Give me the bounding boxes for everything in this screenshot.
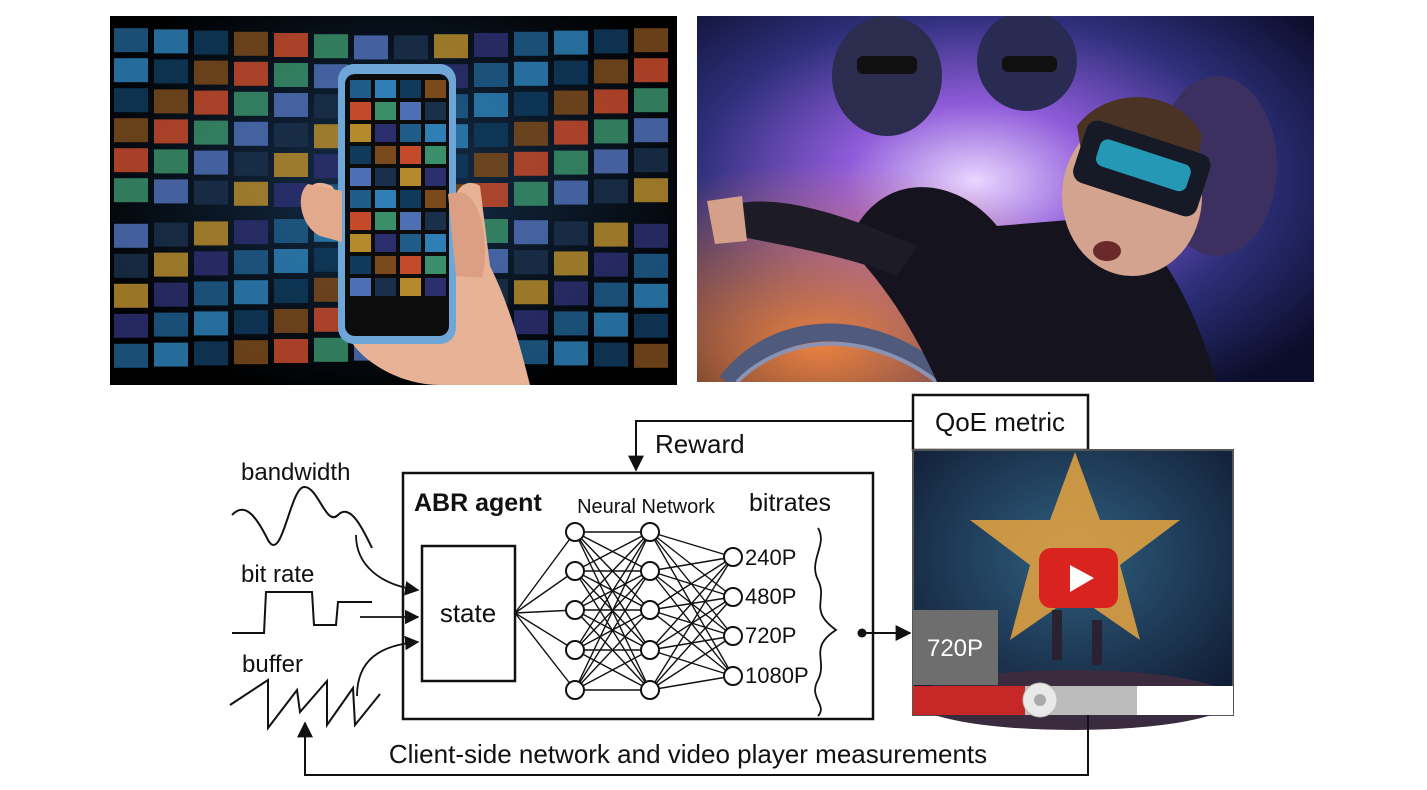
star-shape <box>970 452 1180 640</box>
quality-badge-label: 720P <box>927 635 983 662</box>
bitrate-option-1080p: 1080P <box>745 663 809 688</box>
played-bar <box>913 686 1025 715</box>
buffer-label: buffer <box>242 651 303 678</box>
hidden-node <box>640 561 660 581</box>
vr-experience-photo <box>697 16 1314 382</box>
video-player: 720P <box>912 449 1234 730</box>
bitrates-heading: bitrates <box>749 489 831 517</box>
hidden-node <box>640 600 660 620</box>
hidden-node <box>565 561 585 581</box>
hidden-node <box>565 640 585 660</box>
hidden-node <box>640 640 660 660</box>
bitrate-option-720p: 720P <box>745 623 796 648</box>
hidden-node <box>565 680 585 700</box>
qoe-metric-label: QoE metric <box>935 407 1065 437</box>
streaming-video-wall-photo <box>110 16 677 385</box>
feedback-label: Client-side network and video player mea… <box>389 739 987 769</box>
state-label: state <box>440 598 496 628</box>
hidden-node <box>565 600 585 620</box>
hidden-node <box>640 680 660 700</box>
quality-badge <box>913 610 998 685</box>
play-icon <box>1070 565 1094 592</box>
smartphone-icon <box>338 64 456 344</box>
neural-network <box>514 522 743 700</box>
buffer-signal <box>229 678 381 731</box>
qoe-metric-box <box>911 393 1090 452</box>
reward-label: Reward <box>655 429 745 459</box>
bitrate-label: bit rate <box>241 561 314 588</box>
bandwidth-signal <box>231 485 373 549</box>
bitrate-option-240p: 240P <box>745 545 796 570</box>
hidden-node <box>640 522 660 542</box>
bandwidth-label: bandwidth <box>241 459 350 486</box>
output-node <box>723 666 743 686</box>
output-node <box>723 587 743 607</box>
vr-headset-icon <box>1073 120 1211 217</box>
bitrate-option-480p: 480P <box>745 584 796 609</box>
hidden-node <box>565 522 585 542</box>
bitrates-brace <box>814 527 838 717</box>
abr-agent-box <box>401 471 875 721</box>
neural-network-label: Neural Network <box>577 496 716 518</box>
output-node <box>723 547 743 567</box>
bitrate-signal <box>232 591 372 634</box>
abr-pipeline-diagram: bandwidth bit rate buffer ABR agent stat… <box>229 393 1234 776</box>
abr-agent-title: ABR agent <box>414 489 542 517</box>
output-node <box>723 626 743 646</box>
